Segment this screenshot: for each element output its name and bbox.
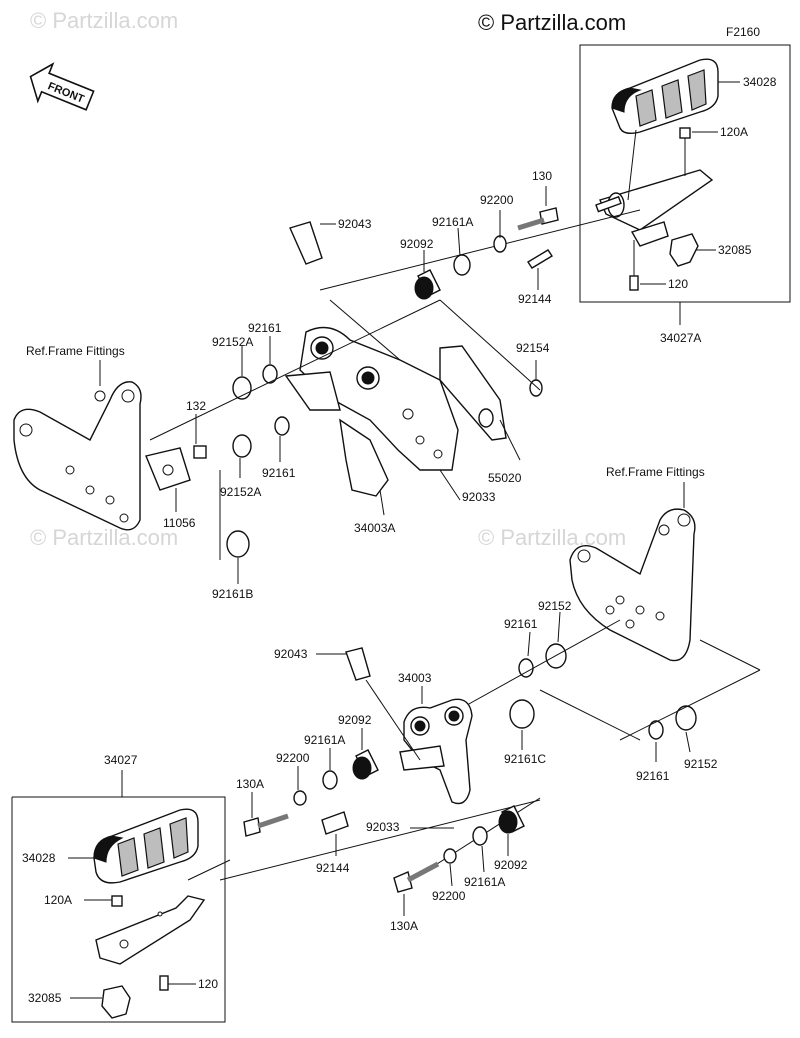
washer xyxy=(493,235,507,253)
part-label: 92152 xyxy=(538,599,572,613)
pedal-plate xyxy=(284,326,459,497)
bolt-icon xyxy=(243,813,289,837)
part-label: 34028 xyxy=(743,75,777,89)
pedal-lever xyxy=(399,698,473,805)
part-label: 92161 xyxy=(636,769,670,783)
part-label: 120 xyxy=(668,277,688,291)
footpeg-bracket xyxy=(95,895,206,965)
part-label: 92154 xyxy=(516,341,550,355)
footrest-rubber xyxy=(93,808,199,884)
assembly-box xyxy=(11,796,226,1023)
part-label: 92092 xyxy=(338,713,372,727)
part-label: 120A xyxy=(720,125,748,139)
bolt-icon xyxy=(393,861,440,893)
part-label: 92161A xyxy=(304,733,345,747)
pin xyxy=(345,647,371,681)
bushing xyxy=(509,699,535,729)
part-label: 34003 xyxy=(398,671,432,685)
part-label: 92200 xyxy=(432,889,466,903)
part-label: 92161 xyxy=(262,466,296,480)
part-label: 92092 xyxy=(400,237,434,251)
bushing xyxy=(498,805,525,834)
part-label: 92152A xyxy=(212,335,253,349)
bolt-icon xyxy=(517,207,559,231)
part-label: 92152 xyxy=(684,757,718,771)
part-label: 92033 xyxy=(462,490,496,504)
washer xyxy=(274,416,290,436)
bolt-icon xyxy=(679,127,691,176)
washer xyxy=(472,826,488,846)
part-label: 92161B xyxy=(212,587,253,601)
bushing xyxy=(414,269,441,300)
part-label: 130 xyxy=(532,169,552,183)
rubber-pad xyxy=(101,985,131,1019)
part-label: 34003A xyxy=(354,521,395,535)
washer xyxy=(518,658,534,678)
footpeg-bracket xyxy=(595,169,714,247)
part-label: 92161A xyxy=(432,215,473,229)
part-label: 130A xyxy=(236,777,264,791)
copyright-text: © Partzilla.com xyxy=(478,10,626,35)
bolt-icon xyxy=(159,975,169,991)
part-label: 92161C xyxy=(504,752,546,766)
part-label: 92152A xyxy=(220,485,261,499)
bushing xyxy=(352,749,379,780)
part-label: 92043 xyxy=(274,647,308,661)
part-label: 130A xyxy=(390,919,418,933)
frame-bracket xyxy=(13,381,142,531)
bolt-icon xyxy=(193,445,207,459)
spring xyxy=(321,811,349,835)
part-label: 34027 xyxy=(104,753,138,767)
frame-bracket xyxy=(569,508,696,662)
part-label: 34027A xyxy=(660,331,701,345)
watermark: © Partzilla.com xyxy=(30,525,178,550)
washer xyxy=(322,770,338,790)
ref-frame-label: Ref.Frame Fittings xyxy=(606,465,705,479)
part-label: 92144 xyxy=(316,861,350,875)
part-label: 32085 xyxy=(718,243,752,257)
part-label: 34028 xyxy=(22,851,56,865)
part-label: 11056 xyxy=(163,516,196,530)
front-arrow-icon: FRONT xyxy=(29,62,95,111)
spring xyxy=(527,249,553,269)
part-label: 55020 xyxy=(488,471,522,485)
part-label: 92200 xyxy=(480,193,514,207)
footrest-rubber xyxy=(611,58,719,135)
part-label: 120A xyxy=(44,893,72,907)
washer xyxy=(293,790,307,806)
washer xyxy=(453,254,471,276)
pin xyxy=(289,221,323,265)
washer xyxy=(443,848,457,864)
part-label: 92161 xyxy=(248,321,282,335)
watermark: © Partzilla.com xyxy=(478,525,626,550)
rubber-pad xyxy=(669,233,699,267)
part-label: 92161A xyxy=(464,875,505,889)
part-label: 92033 xyxy=(366,820,400,834)
part-label: 92092 xyxy=(494,858,528,872)
watermark: © Partzilla.com xyxy=(30,8,178,33)
part-label: 92161 xyxy=(504,617,538,631)
part-label: 120 xyxy=(198,977,218,991)
bushing xyxy=(226,530,250,558)
part-label: 92043 xyxy=(338,217,372,231)
ref-frame-label: Ref.Frame Fittings xyxy=(26,344,125,358)
part-label: 92200 xyxy=(276,751,310,765)
bolt-icon xyxy=(111,895,123,907)
bolt-icon xyxy=(629,240,639,291)
washer xyxy=(648,720,664,740)
figure-code: F2160 xyxy=(726,25,760,39)
part-label: 132 xyxy=(186,399,206,413)
part-label: 92144 xyxy=(518,292,552,306)
washer xyxy=(262,364,278,384)
bushing xyxy=(232,434,252,458)
part-label: 32085 xyxy=(28,991,62,1005)
bushing xyxy=(675,705,697,731)
assembly-box xyxy=(579,44,791,303)
